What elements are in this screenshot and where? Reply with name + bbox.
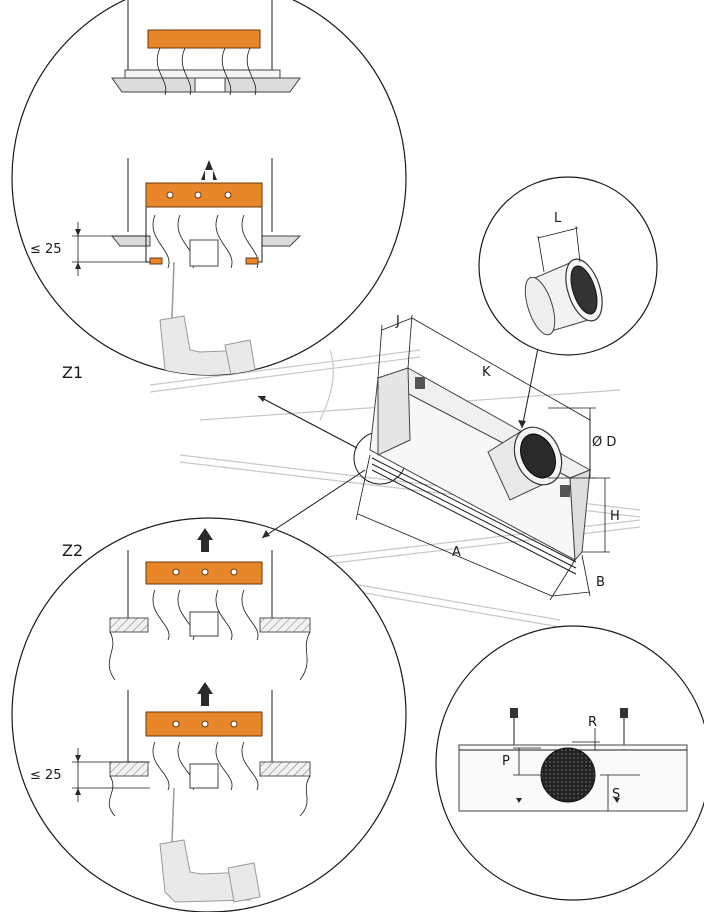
detail-spigot [478,176,658,356]
detail-front-view [435,625,704,901]
detail-z1-label: Z1 [62,363,83,382]
main-unit [369,367,592,575]
gap-label-bottom: ≤ 25 [30,768,62,783]
dim-k-label: K [482,365,491,380]
detail-z1: ≤ 25 [11,0,407,376]
dim-b-label: B [596,575,605,590]
dim-s-label: S [612,787,620,802]
dim-d-label: Ø D [592,435,616,450]
z1-drill [159,261,257,375]
dim-l-label: L [554,211,562,226]
dim-a-label: A [452,545,461,560]
detail-z2-label: Z2 [62,541,83,560]
dim-r-label: R [588,715,597,730]
z2-gap-dimension [72,748,150,802]
z2-lower-unit [108,682,311,817]
detail-z2: ≤ 25 [11,517,407,912]
gap-label-top: ≤ 25 [30,242,62,257]
dim-p-label: P [502,754,510,769]
main-dimensions [355,314,610,601]
z1-upper-unit [111,0,301,96]
main-spigot [487,426,563,501]
z1-lower-unit [110,158,302,269]
z1-gap-dimension [72,222,150,276]
dim-j-label: J [395,314,400,329]
z2-drill [159,787,261,903]
z2-upper-unit [108,528,311,681]
z1-up-arrow [201,160,217,180]
dim-h-label: H [610,509,620,524]
